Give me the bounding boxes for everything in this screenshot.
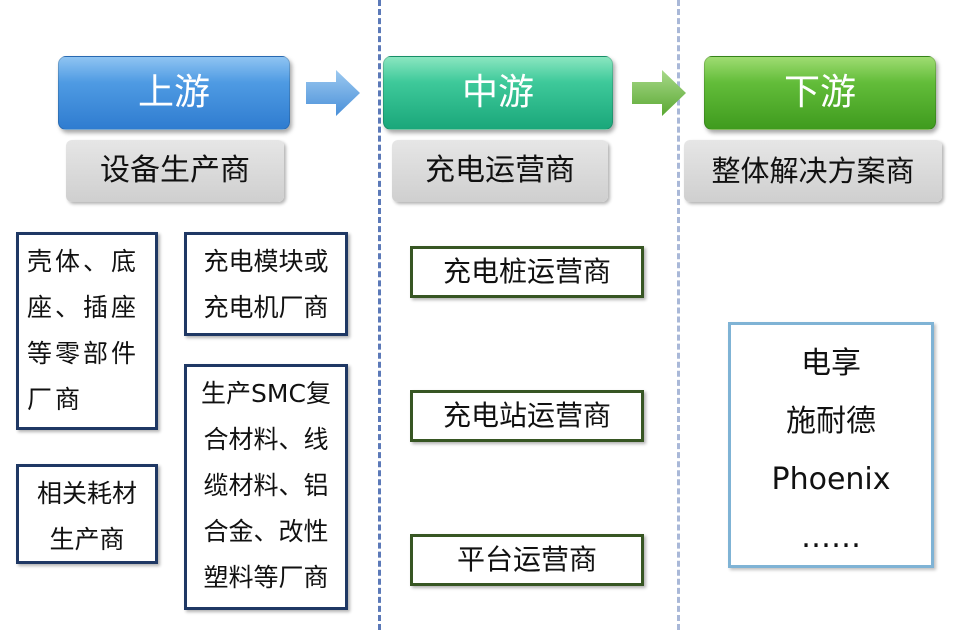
downstream-role-label: 整体解决方案商 [684,140,942,202]
category-line: 生产SMC复 [201,379,331,408]
category-line: 厂商 [27,385,84,414]
category-line: 相关耗材 [36,479,137,508]
category-line: 充电模块或 [203,247,329,276]
arrow-right-icon [306,70,360,116]
upstream-category-materials: 生产SMC复 合材料、线 缆材料、铝 合金、改性 塑料等厂商 [184,364,348,610]
midstream-operator-station: 充电站运营商 [410,390,644,442]
midstream-operator-pile: 充电桩运营商 [410,246,644,298]
category-line: 生产商 [49,525,125,554]
midstream-role-label: 充电运营商 [392,140,608,202]
stage-divider-right [677,0,680,630]
category-line: 座、插座 [27,293,140,322]
arrow-right-icon [632,70,686,116]
company-name: 电享 [801,346,861,381]
upstream-category-parts: 壳体、底 座、插座 等零部件 厂商 [16,232,158,430]
upstream-category-consumables: 相关耗材 生产商 [16,464,158,564]
category-line: 合材料、线 [203,425,329,454]
category-line: 壳体、底 [27,247,140,276]
company-name: …… [801,520,861,555]
company-name: Phoenix [771,462,891,497]
category-line: 等零部件 [27,339,140,368]
downstream-stage-header: 下游 [704,56,936,130]
category-line: 塑料等厂商 [203,563,329,592]
midstream-operator-platform: 平台运营商 [410,534,644,586]
company-name: 施耐德 [786,404,876,439]
category-line: 充电机厂商 [203,293,329,322]
upstream-stage-header: 上游 [58,56,290,130]
category-line: 合金、改性 [203,517,329,546]
stage-divider-left [378,0,381,630]
midstream-stage-header: 中游 [383,56,613,130]
upstream-role-label: 设备生产商 [66,140,284,202]
category-line: 缆材料、铝 [203,471,329,500]
downstream-company-list: 电享 施耐德 Phoenix …… [728,322,934,568]
upstream-category-charging-modules: 充电模块或 充电机厂商 [184,232,348,336]
